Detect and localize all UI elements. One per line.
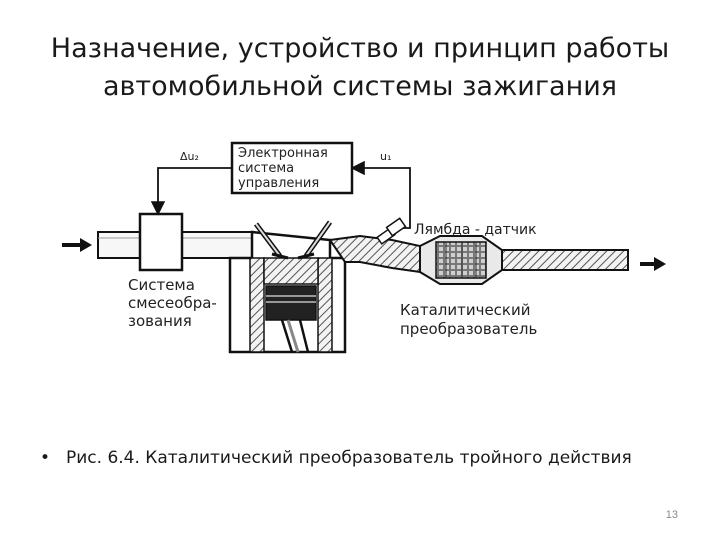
mixer-label-line-1: Система	[128, 276, 195, 294]
signal-label-right: u₁	[380, 150, 391, 163]
intake-pipe	[97, 231, 253, 259]
page-number: 13	[665, 509, 678, 521]
mixture-formation-unit	[138, 212, 184, 272]
inlet-arrow-icon	[62, 238, 92, 252]
exhaust-pipe	[501, 249, 629, 271]
mixer-label-line-3: зования	[128, 312, 192, 330]
lambda-sensor-icon	[376, 217, 407, 245]
piston	[265, 285, 317, 321]
ecu-label-line-1: Электронная	[238, 146, 328, 161]
slide-title-line-1: Назначение, устройство и принцип работы	[50, 33, 670, 64]
signal-label-left: Δu₂	[180, 150, 199, 163]
ecu-label-line-3: управления	[238, 176, 319, 191]
slide-title-line-2: автомобильной системы зажигания	[102, 71, 618, 102]
intake-valve	[254, 222, 289, 260]
engine-cylinder	[228, 230, 347, 354]
exhaust-valve	[297, 220, 333, 260]
ecu-label: Электронная система управления	[238, 146, 332, 191]
catalyst-label-line-1: Каталитический	[400, 301, 531, 319]
catalytic-converter	[419, 235, 503, 285]
slide-title: Назначение, устройство и принцип работы …	[0, 30, 720, 106]
figure-caption: • Рис. 6.4. Каталитический преобразовател…	[40, 448, 632, 468]
lambda-sensor-label: Лямбда - датчик	[414, 222, 537, 238]
outlet-arrow-icon	[640, 257, 666, 271]
mixer-label-line-2: смесеобра-	[128, 294, 217, 312]
catalyst-label: Каталитический преобразователь	[400, 301, 537, 338]
caption-text: Рис. 6.4. Каталитический преобразователь…	[66, 448, 632, 468]
bullet-icon: •	[40, 448, 51, 468]
mixer-label: Система смесеобра- зования	[128, 276, 222, 330]
feedback-signal-line	[350, 160, 411, 229]
ecu-label-line-2: система	[238, 161, 294, 176]
control-signal-line	[150, 167, 232, 216]
catalyst-label-line-2: преобразователь	[400, 320, 537, 338]
